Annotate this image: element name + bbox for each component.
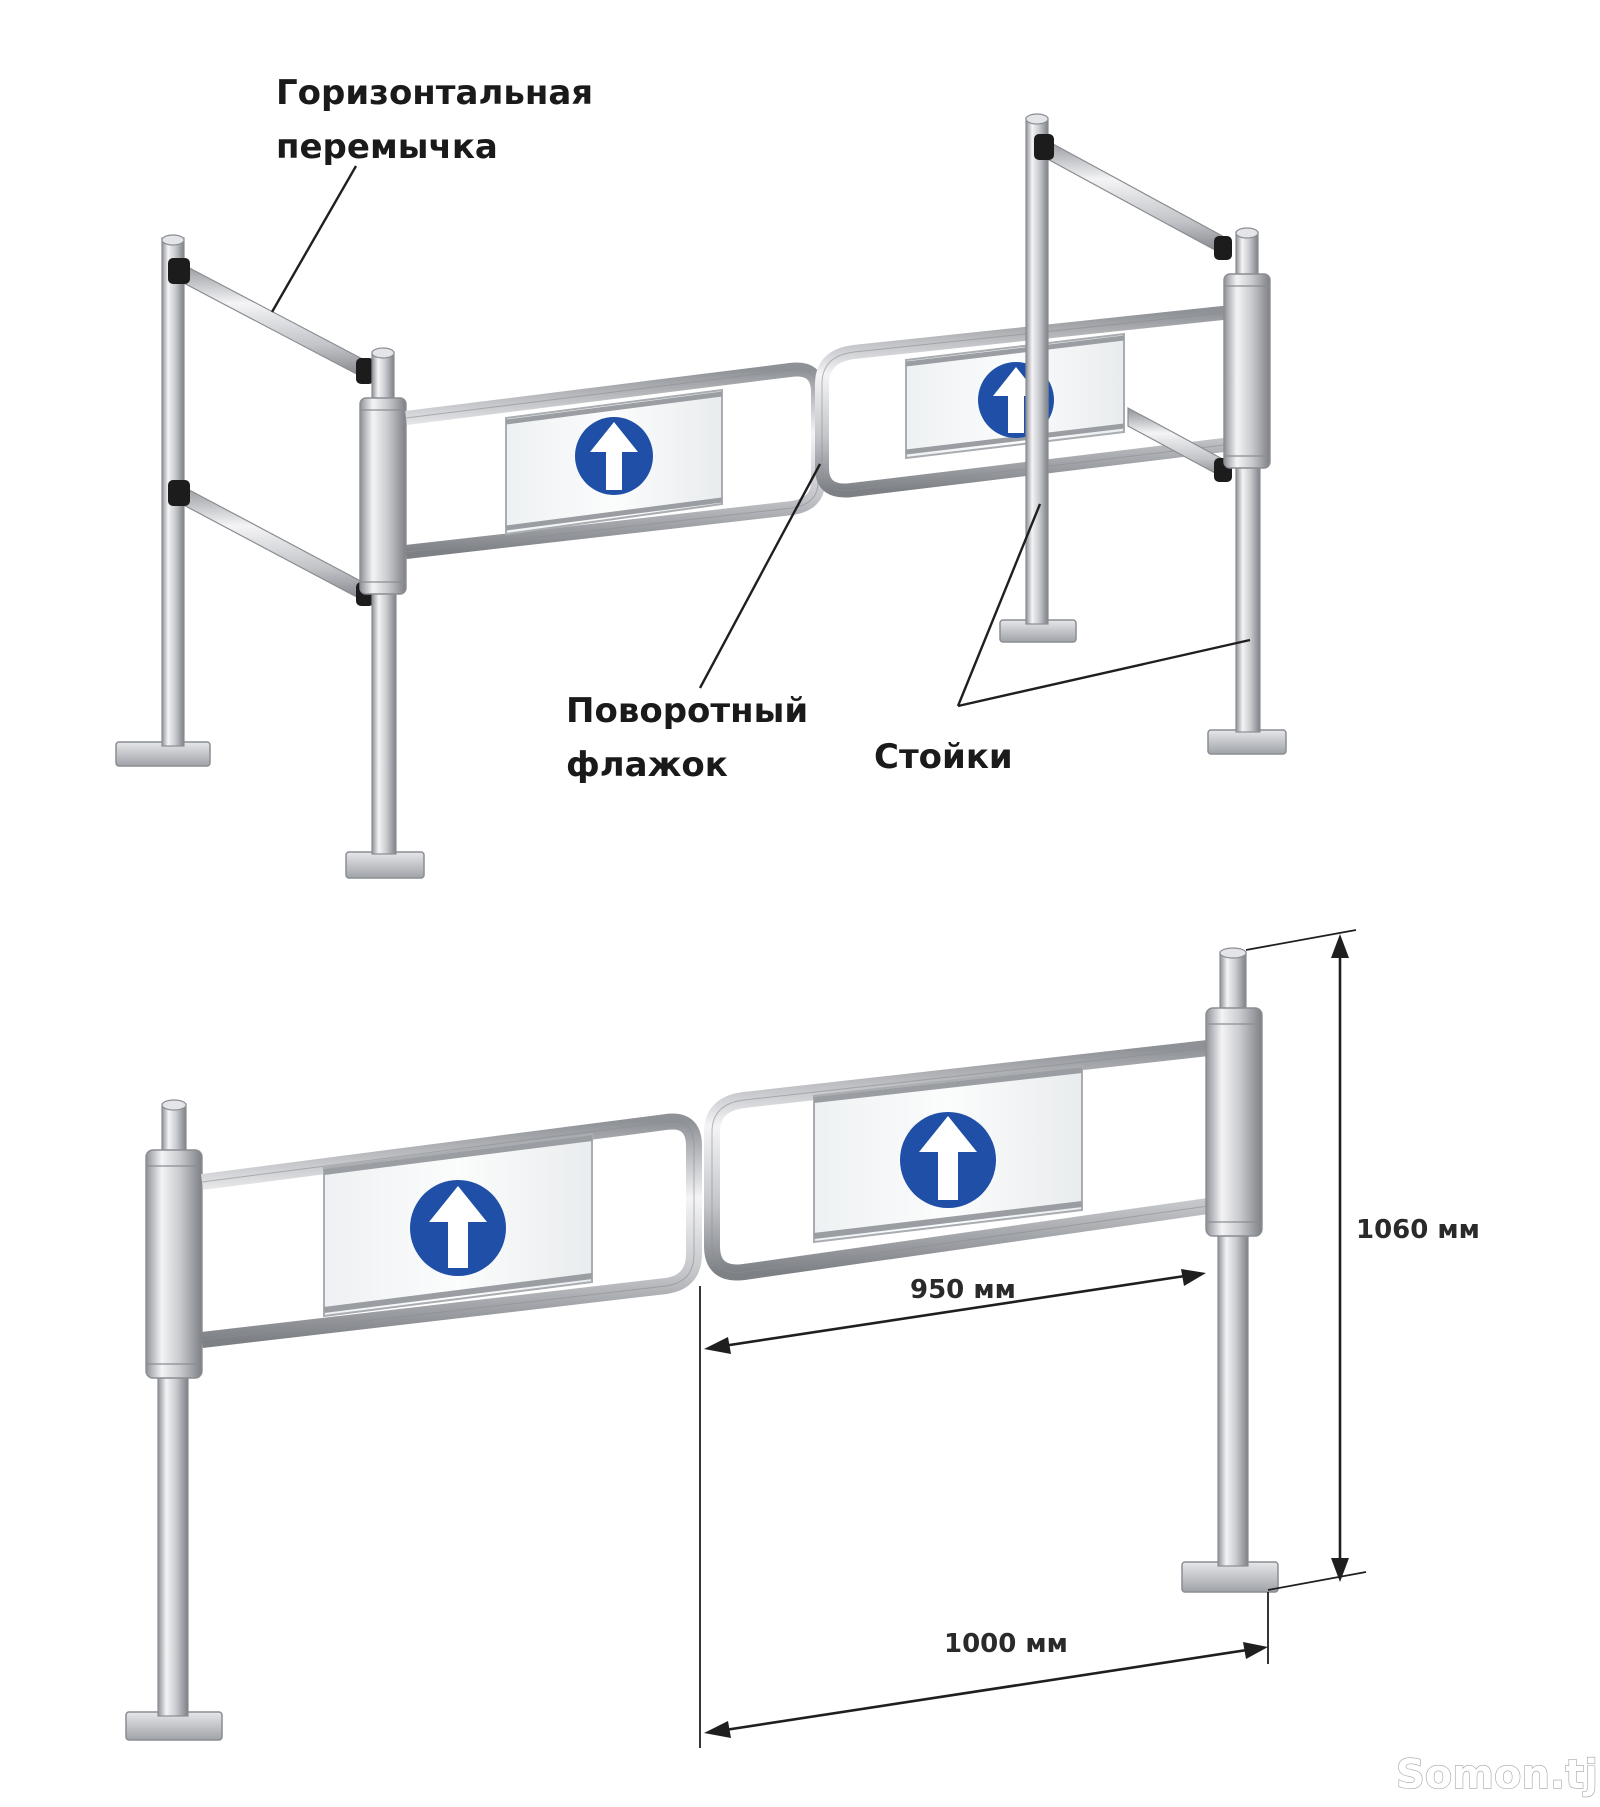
label-flag-line1: Поворотный — [566, 691, 808, 731]
label-height: 1060 мм — [1356, 1215, 1480, 1245]
top-assembly-illustration — [115, 113, 1287, 879]
arrow-up-icon — [900, 1112, 996, 1208]
watermark: Somon.tj — [1396, 1752, 1598, 1798]
leader-flag — [698, 463, 822, 689]
bottom-assembly-illustration — [125, 929, 1367, 1748]
post-left-front — [345, 347, 425, 879]
flag-bottom-left — [200, 1113, 702, 1348]
leader-posts-b — [957, 638, 1251, 708]
dimension-post-spacing — [704, 1592, 1269, 1738]
arrow-up-icon — [575, 417, 653, 495]
crossbar-left — [168, 258, 374, 606]
crossbar-right — [1034, 134, 1232, 482]
label-crossbar-line2: перемычка — [276, 127, 498, 167]
post-right — [1181, 947, 1279, 1593]
label-crossbar-line1: Горизонтальная — [276, 73, 593, 113]
arrow-up-icon — [410, 1180, 506, 1276]
label-post-spacing: 1000 мм — [944, 1629, 1068, 1659]
leader-crossbar — [270, 165, 358, 313]
post-left — [125, 1099, 223, 1741]
flag-bottom-right — [704, 1040, 1210, 1281]
label-flag-width: 950 мм — [910, 1275, 1016, 1305]
leader-posts-a — [956, 503, 1042, 707]
post-right-rear — [999, 113, 1077, 643]
post-right-front — [1207, 227, 1287, 755]
label-posts: Стойки — [874, 737, 1013, 777]
dimension-flag-width — [699, 1269, 1206, 1748]
label-flag-line2: флажок — [566, 745, 728, 785]
flag-top-left — [405, 362, 825, 559]
dimension-height — [1245, 929, 1367, 1591]
